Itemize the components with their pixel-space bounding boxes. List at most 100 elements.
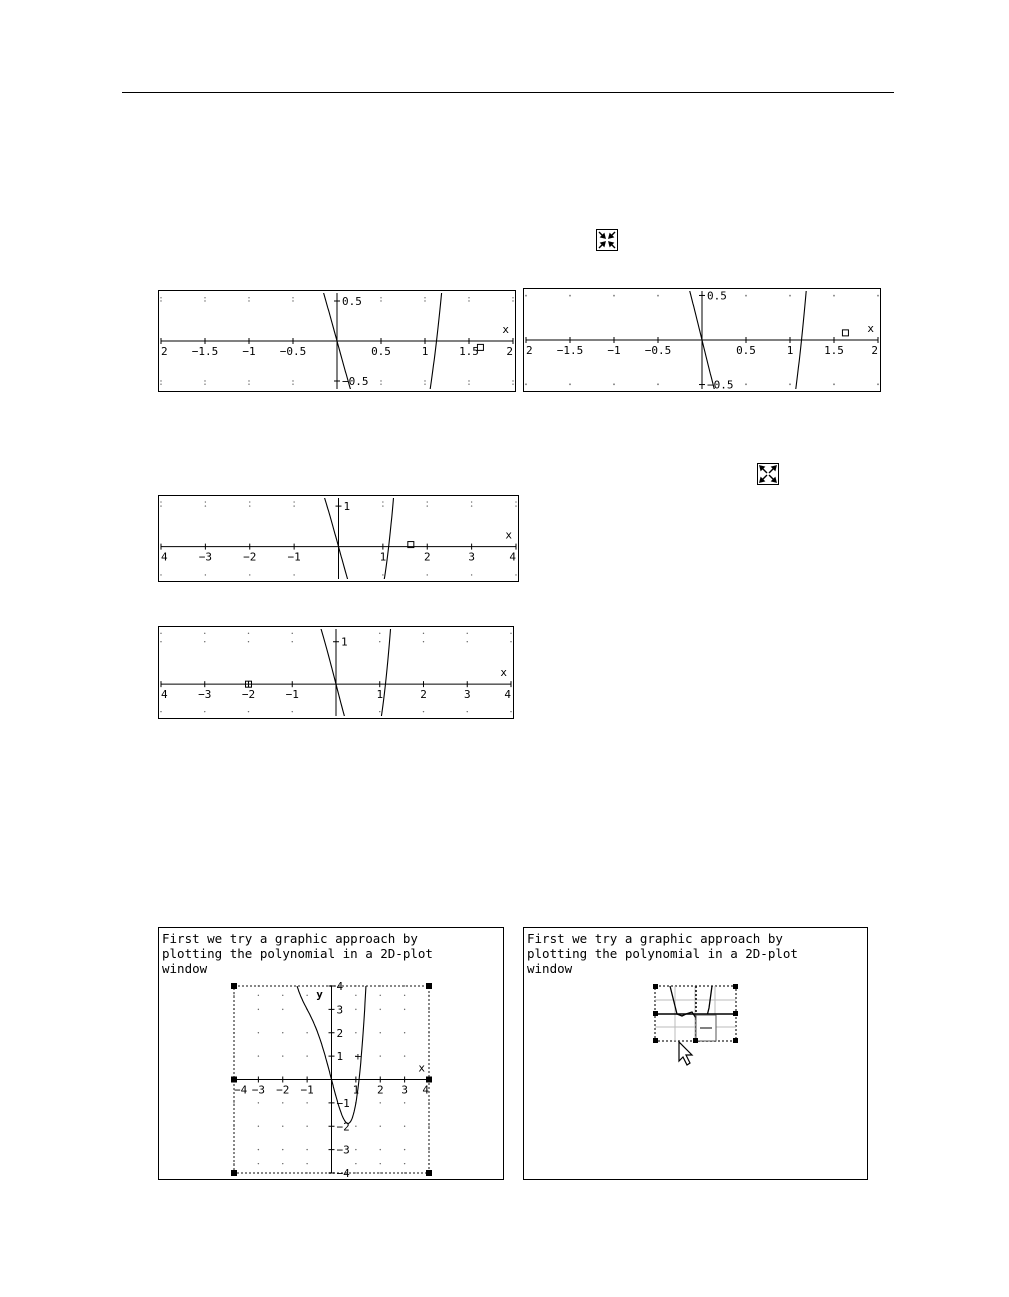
y-tick-label: −3 [337,1144,350,1157]
x-tick-label: 2 [506,345,513,358]
grid-dot [160,710,162,713]
grid-dot [160,574,162,576]
grid-dot [204,383,206,385]
grid-dot [160,632,162,635]
grid-dot [512,297,514,299]
x-tick-label: −2 [276,1084,289,1097]
x-tick-label: 4 [161,551,168,564]
x-tick-label: 1.5 [459,345,479,358]
grid-dot [257,1102,260,1104]
grid-dot [292,383,294,385]
grid-dot [248,297,250,299]
x-tick-label: −2 [242,688,255,701]
x-axis-label: x [505,529,512,542]
grid-dot [515,501,517,503]
grid-dot [257,985,260,987]
grid-dot [569,295,571,297]
x-tick-label: 2 [377,1084,384,1097]
x-tick-label: 1 [380,551,387,564]
grid-dot [282,1162,284,1165]
grid-dot [293,505,295,507]
grid-dot [422,710,425,713]
zoom-out-icon[interactable] [757,463,779,485]
grid-dot [512,380,514,382]
grid-dot [379,994,381,997]
resize-handle [426,1076,432,1083]
grid-dot [306,1172,308,1174]
grid-dot [424,380,426,382]
x-tick-label: 2 [161,345,168,358]
grid-dot [160,505,162,507]
grid-dot [248,300,250,302]
grid-dot [249,501,251,503]
grid-dot [204,501,207,503]
zoom-in-icon[interactable] [596,229,618,251]
grid-dot [613,295,615,297]
grid-dot [833,383,835,385]
grid-dot [257,1032,260,1034]
x-tick-label: 2 [526,344,533,357]
cursor-marker [841,329,849,337]
cursor-marker [407,541,415,549]
x-axis-label: x [867,322,874,335]
x-tick-label: −1 [286,688,299,701]
grid-dot [569,383,571,385]
grid-dot [204,632,206,635]
grid-dot [428,1008,430,1011]
grid-dot [282,985,284,987]
grid-dot [426,505,428,507]
note-line: window [527,961,573,976]
x-tick-label: 1 [422,345,429,358]
grid-dot [403,1148,406,1151]
grid-dot [379,632,381,635]
function-curve [324,498,395,579]
grid-dot [233,1055,235,1057]
note-line: window [162,961,208,976]
grid-dot [249,574,251,576]
grid-dot [306,1055,308,1057]
crosshair-icon: + [355,1050,362,1063]
grid-dot [355,1148,357,1151]
intro-note: First we try a graphic approach by plott… [527,931,857,976]
grid-dot [379,710,381,713]
resize-preview[interactable] [524,928,867,1179]
y-tick-label: −0.5 [342,375,369,388]
x-tick-label: 2 [420,688,427,701]
x-tick-label: −4 [234,1084,248,1097]
x-axis-label: x [418,1062,425,1075]
grid-dot [160,300,162,302]
grid-dot [833,295,835,297]
y-tick-label: 4 [337,980,344,993]
grid-dot [257,994,260,997]
grid-dot [282,1008,284,1011]
screen-panel-1: First we try a graphic approach by plott… [158,927,504,1180]
y-tick-label: 1 [341,636,348,649]
grid-dot [204,574,207,576]
grid-dot [426,574,428,576]
x-tick-label: −3 [199,551,212,564]
x-tick-label: 4 [422,1084,429,1097]
grid-dot [355,1125,357,1127]
function-curve [323,293,443,389]
grid-dot [355,1008,357,1011]
y-tick-label: 1 [344,500,351,513]
grid-dot [525,295,527,297]
resize-handle [231,1170,237,1176]
note-line: plotting the polynomial in a 2D-plot [162,946,433,961]
grid-dot [355,1032,357,1034]
grid-dot [160,383,162,385]
grid-dot [204,380,206,382]
grid-dot [282,1125,284,1127]
intro-note: First we try a graphic approach by plott… [162,931,492,976]
x-tick-label: 4 [161,688,168,701]
grid-dot [233,1008,235,1011]
grid-dot [380,380,382,382]
resize-handle [231,983,237,989]
mini-plot-window[interactable] [653,984,738,1043]
note-line: First we try a graphic approach by [527,931,783,946]
grid-dot [306,994,308,997]
grid-dot [403,1008,406,1011]
